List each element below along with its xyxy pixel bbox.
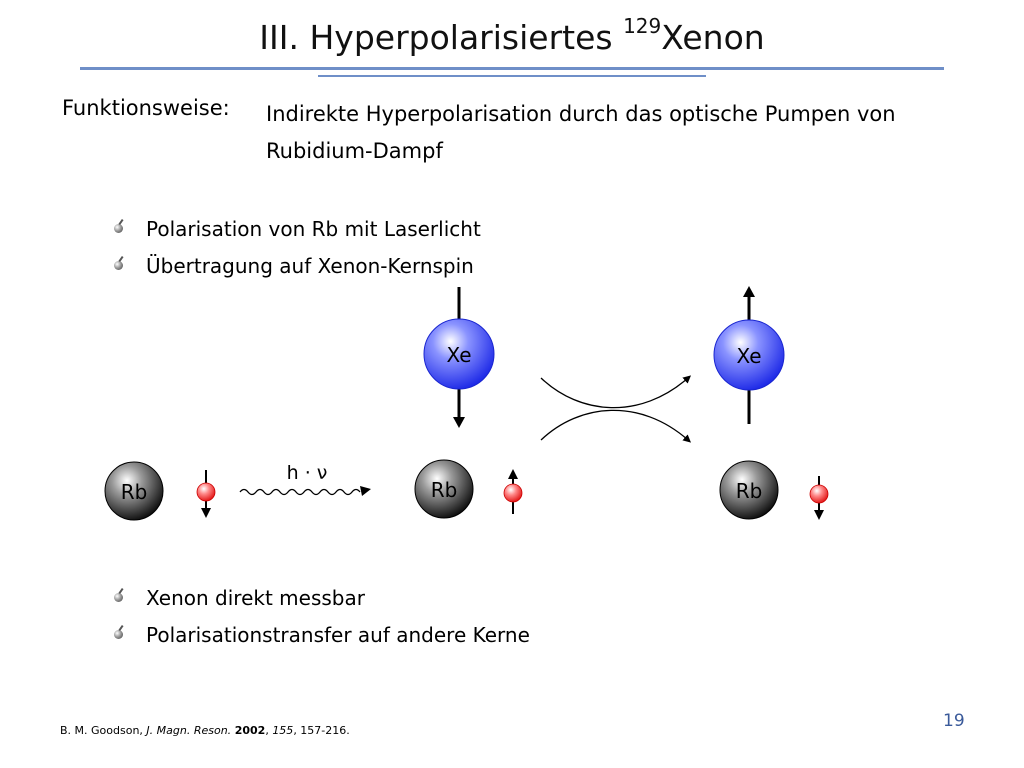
title-underline-short — [318, 75, 706, 77]
exchange-arrows — [540, 375, 692, 443]
bullet-icon — [114, 261, 123, 270]
electron-spin-up — [503, 469, 523, 514]
bullet-item: Xenon direkt messbar — [112, 580, 530, 617]
rb-label: Rb — [431, 478, 458, 502]
function-line-1: Indirekte Hyperpolarisation durch das op… — [266, 102, 896, 126]
xe-atom-left: Xe — [423, 287, 495, 428]
bullet-text: Polarisationstransfer auf andere Kerne — [146, 623, 530, 647]
ref-journal: J. Magn. Reson. — [146, 724, 232, 737]
title-superscript: 129 — [623, 14, 662, 38]
rb-atom-right: Rb — [719, 460, 779, 520]
bullet-text: Xenon direkt messbar — [146, 586, 365, 610]
electron-spin-down — [196, 470, 216, 518]
ref-authors: B. M. Goodson, — [60, 724, 147, 737]
function-label: Funktionsweise: — [62, 96, 230, 120]
rb-label: Rb — [736, 479, 763, 503]
bullet-item: Polarisation von Rb mit Laserlicht — [112, 211, 481, 248]
photon-wave: h · ν — [239, 462, 371, 496]
xe-atom-right: Xe — [713, 286, 785, 424]
reference: B. M. Goodson, J. Magn. Reson. 2002, 155… — [60, 724, 350, 737]
bullet-text: Übertragung auf Xenon-Kernspin — [146, 254, 474, 278]
xe-label: Xe — [736, 344, 761, 368]
bullet-item: Polarisationstransfer auf andere Kerne — [112, 617, 530, 654]
title-prefix: III. Hyperpolarisiertes — [259, 18, 624, 57]
bullet-icon — [114, 593, 123, 602]
rb-atom-left: Rb — [104, 461, 164, 521]
bullet-list-top: Polarisation von Rb mit Laserlicht Übert… — [112, 211, 481, 285]
ref-year: 2002 — [234, 724, 266, 737]
function-text: Indirekte Hyperpolarisation durch das op… — [266, 96, 986, 170]
ref-pages: , 157-216. — [293, 724, 350, 737]
photon-label: h · ν — [287, 462, 328, 484]
bullet-item: Übertragung auf Xenon-Kernspin — [112, 248, 481, 285]
slide-title: III. Hyperpolarisiertes 129Xenon — [0, 14, 1024, 57]
title-suffix: Xenon — [661, 18, 765, 57]
title-underline-long — [80, 67, 944, 70]
rb-label: Rb — [121, 480, 148, 504]
xe-label: Xe — [446, 343, 471, 367]
bullet-icon — [114, 630, 123, 639]
bullet-text: Polarisation von Rb mit Laserlicht — [146, 217, 481, 241]
ref-volume: 155 — [272, 724, 294, 737]
bullet-list-bottom: Xenon direkt messbar Polarisationstransf… — [112, 580, 530, 654]
function-line-2: Rubidium-Dampf — [266, 139, 443, 163]
electron-spin-down — [809, 476, 829, 520]
rb-atom-middle: Rb — [414, 459, 474, 519]
bullet-icon — [114, 224, 123, 233]
page-number: 19 — [943, 711, 965, 731]
